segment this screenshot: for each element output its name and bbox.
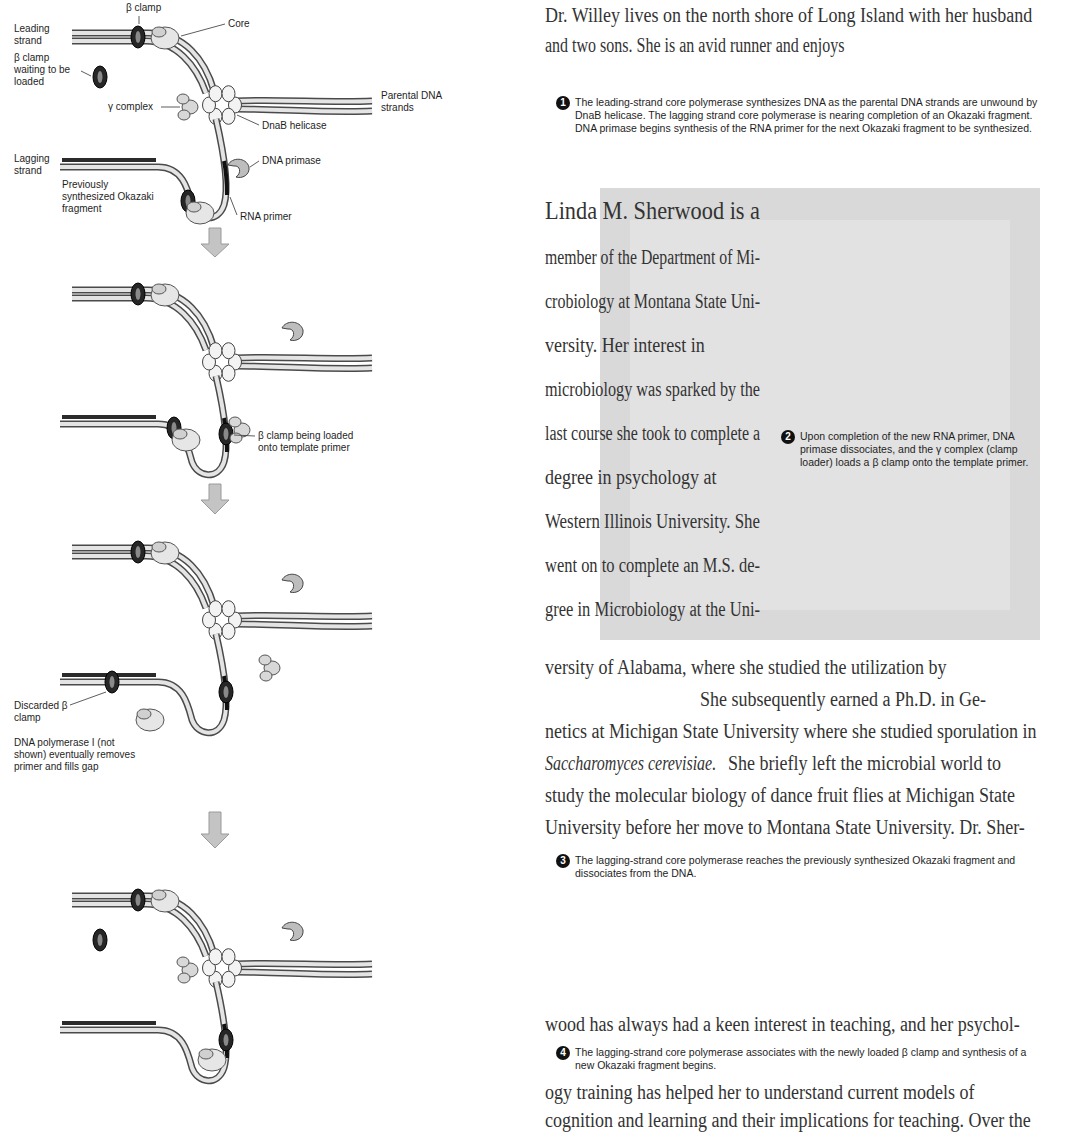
leader-line [139, 16, 140, 24]
lagging-dna [60, 376, 227, 475]
part-label: DNA primase [262, 155, 321, 167]
part-label: β clamp [126, 2, 161, 14]
replication-fork [72, 889, 372, 987]
body-text-line: wood has always had a keen interest in t… [545, 1012, 1020, 1036]
body-text-line: She subsequently earned a Ph.D. in Ge- [700, 687, 986, 711]
part-label: Previously synthesized Okazaki fragment [62, 179, 162, 215]
dna-primase [228, 159, 249, 177]
body-text-line: versity. Her interest in [545, 333, 705, 357]
step-arrow [201, 484, 229, 514]
panel [60, 283, 372, 475]
leader-line [234, 435, 255, 436]
dna-primase [282, 574, 303, 592]
step-arrow [201, 812, 229, 848]
body-text-line: versity of Alabama, where she studied th… [545, 655, 946, 679]
step-caption: The lagging-strand core polymerase reach… [575, 854, 1040, 880]
body-text-line: last course she took to complete a [545, 421, 760, 445]
gamma-complex [259, 655, 280, 681]
body-text-line: microbiology was sparked by the [545, 377, 760, 401]
callout-circle [556, 96, 570, 110]
core-polymerase [172, 429, 200, 451]
part-label: Leading strand [14, 23, 64, 47]
lagging-dna [60, 634, 227, 733]
callout-circle [781, 430, 795, 444]
dna-primase [282, 322, 303, 340]
lagging-dna [60, 982, 227, 1081]
photo-area [630, 220, 1010, 610]
callout-number: 2 [781, 430, 795, 444]
beta-clamp [219, 1029, 233, 1051]
part-label: Discarded β clamp [14, 700, 76, 724]
leader-line [161, 107, 180, 108]
body-text-line: netics at Michigan State University wher… [545, 719, 1036, 743]
gamma-complex [229, 417, 250, 443]
body-text-line: Dr. Willey lives on the north shore of L… [545, 3, 1032, 27]
step-caption: Upon completion of the new RNA primer, D… [800, 430, 1040, 469]
part-label: γ complex [108, 101, 153, 113]
part-label: Lagging strand [14, 153, 60, 177]
beta-clamp [219, 681, 233, 703]
body-text-line: degree in psychology at [545, 465, 716, 489]
replication-fork [72, 541, 372, 639]
leader-line [237, 115, 259, 125]
beta-clamp [105, 671, 119, 693]
callout-number: 3 [556, 854, 570, 868]
part-label: β clamp waiting to be loaded [14, 52, 78, 88]
core-polymerase [198, 1049, 226, 1071]
body-text-line: and two sons. She is an avid runner and … [545, 33, 845, 57]
part-label: β clamp being loaded onto template prime… [258, 430, 366, 454]
beta-clamp [93, 66, 107, 88]
body-text-line: University before her move to Montana St… [545, 815, 1025, 839]
gamma-complex [177, 94, 198, 120]
body-text-line: Western Illinois University. She [545, 509, 760, 533]
replication-fork [72, 26, 372, 124]
part-label: Core [228, 18, 250, 30]
callout-circle [556, 854, 570, 868]
beta-clamp [219, 423, 233, 445]
body-text-heading: Linda M. Sherwood is a [545, 196, 760, 226]
part-label: RNA primer [240, 211, 292, 223]
leader-line [70, 692, 106, 705]
body-text-line: gree in Microbiology at the Uni- [545, 597, 760, 621]
step-arrow [201, 228, 229, 257]
leader-line [230, 197, 237, 215]
core-polymerase [136, 709, 164, 731]
body-text-line: Saccharomyces cerevisiae. [545, 751, 716, 775]
core-polymerase [186, 202, 214, 224]
panel [60, 541, 372, 733]
part-label: DnaB helicase [262, 120, 326, 132]
beta-clamp [93, 929, 107, 951]
leader-line [250, 161, 259, 167]
body-text-line: went on to complete an M.S. de- [545, 553, 760, 577]
leader-line [181, 24, 225, 36]
replication-fork [72, 283, 372, 381]
body-text-line: member of the Department of Mi- [545, 245, 760, 269]
part-label: DNA polymerase I (not shown) eventually … [14, 737, 136, 773]
body-text-line: She briefly left the microbial world to [728, 751, 1001, 775]
body-text-line: study the molecular biology of dance fru… [545, 783, 1015, 807]
body-text-line: cognition and learning and their implica… [545, 1108, 1031, 1132]
callout-number: 4 [556, 1046, 570, 1060]
step-caption: The leading-strand core polymerase synth… [575, 96, 1040, 135]
panel [60, 889, 372, 1081]
panel [60, 16, 372, 224]
gamma-complex [177, 957, 198, 983]
leader-line [81, 71, 91, 76]
callout-number: 1 [556, 96, 570, 110]
part-label: Parental DNA strands [381, 90, 453, 114]
step-caption: The lagging-strand core polymerase assoc… [575, 1046, 1040, 1072]
callout-circle [556, 1046, 570, 1060]
body-text-line: ogy training has helped her to understan… [545, 1080, 974, 1104]
body-text-line: crobiology at Montana State Uni- [545, 289, 760, 313]
dna-primase [282, 922, 303, 940]
